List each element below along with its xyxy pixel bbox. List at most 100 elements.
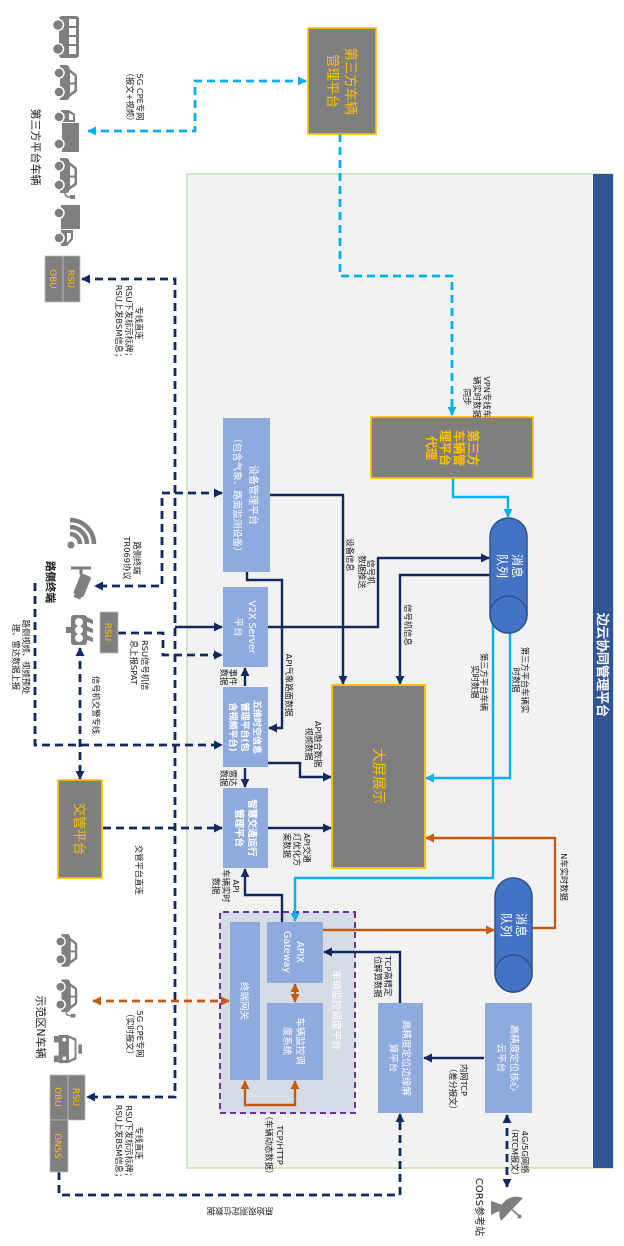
big-screen-box: [331, 684, 426, 869]
v2x-server-label: 平台: [232, 617, 244, 636]
apix-gateway-label: Gateway: [281, 931, 292, 973]
title-bar: [593, 174, 613, 1168]
smart-traffic-box: [223, 788, 268, 868]
link-tcp-http: [240, 1080, 300, 1107]
gnss-chip: [49, 1119, 69, 1173]
vehicle-dispatch-system-label: 度系统: [281, 1027, 293, 1056]
link-rsu-dedicated: [81, 274, 177, 1102]
link-tr069: [94, 488, 223, 591]
link-label: 信号机: [366, 560, 376, 586]
link-queue-bigscreen: [425, 626, 512, 783]
link-api-fusion-video: [267, 761, 332, 782]
link-label: 交管平台直连: [134, 845, 144, 895]
link-label: RSU上发BSM信息；: [114, 285, 124, 362]
terminal-gateway-box: [230, 922, 260, 1080]
link-label: RSU上发BSM信息；: [114, 1105, 124, 1182]
link-label: 5G CPE专网: [135, 1011, 145, 1058]
spatiotemporal-platform-label: 管理平台(包: [239, 702, 251, 751]
link-signal-info: [395, 573, 496, 685]
link-label: 案数据: [282, 833, 292, 858]
queue-label: 消息: [514, 913, 529, 937]
link-tcp-hp-solution: [323, 947, 402, 1004]
link-label: API: [231, 879, 241, 892]
roadside-terminals-label: 路侧终端: [44, 561, 57, 603]
link-raw-observation: [57, 1113, 405, 1197]
third-party-proxy-label: 第三方: [466, 430, 481, 466]
link-label: 专线直连: [134, 1126, 144, 1160]
link-api-vehicle-realtime: [240, 868, 284, 922]
roadside-terminals: RSU 路侧终端: [44, 517, 119, 654]
apix-gateway-label: APIX: [294, 941, 305, 963]
truck-icon: [53, 109, 80, 153]
link-device-info: [269, 493, 348, 685]
bus-icon: [51, 15, 80, 59]
third-party-platform-label: 第三方车辆: [342, 47, 359, 115]
link-label: 设备信息: [345, 538, 355, 571]
link-label: TCP/HTTP: [275, 1124, 285, 1164]
rsu-obu-group-top: RSU OBU: [44, 255, 81, 303]
link-label: RSU信号机信: [140, 640, 150, 690]
link-label: 路侧终端: [132, 541, 142, 574]
third-party-platform-box: [307, 27, 377, 135]
link-label: 视频数据: [304, 727, 314, 760]
link-label: 辆实时数据: [472, 376, 482, 418]
traffic-police-platform-box: [57, 779, 103, 879]
link-label: 内网TCP: [459, 1064, 469, 1096]
taxi-icon: [53, 1034, 83, 1064]
v2x-server-box: [223, 587, 268, 667]
message-queue-1: 消息 队列: [489, 517, 528, 634]
traffic-police-platform-label: 交管平台: [71, 803, 87, 855]
link-label: 车辆实时: [221, 869, 231, 902]
link-label: API交通: [302, 833, 312, 863]
obu-label: OBU: [47, 269, 57, 289]
link-label: 信号机信息: [403, 604, 413, 646]
link-label: 息上报SPAT: [129, 640, 139, 686]
link-label: （实时报文）: [125, 1009, 135, 1059]
hp-positioning-edge-box: [378, 1003, 423, 1113]
link-label: RSU下发标示标牌；: [124, 1105, 134, 1180]
queue-label: 消息: [510, 554, 525, 578]
link-label: 第三方平台车辆实: [520, 647, 530, 713]
electric-car-icon: [55, 978, 79, 1019]
link-label: 数据推送: [357, 555, 367, 589]
spatiotemporal-platform-label: 含视频平台): [227, 701, 239, 751]
link-label: 灯优化方: [292, 833, 302, 866]
rsu-obu-gnss-group-bottom: RSU OBU GNSS: [49, 1074, 86, 1173]
link-proxy-queue: [451, 478, 513, 518]
queue-label: 队列: [495, 554, 510, 578]
apix-gateway-box: [267, 922, 323, 983]
link-label: 同步: [462, 389, 472, 406]
link-label: TCP高精定: [383, 955, 393, 996]
third-party-vehicles: 第三方平台车辆: [29, 15, 81, 247]
gnss-label: GNSS: [52, 1133, 62, 1158]
message-queue-2: 消息 队列: [494, 877, 533, 993]
spatiotemporal-platform-box: [223, 687, 268, 767]
link-vpn-sync: [338, 134, 457, 416]
device-management-label: 设备管理平台: [247, 465, 260, 525]
third-party-proxy-box: [370, 416, 534, 479]
link-label: 第三方平台车辆: [479, 653, 489, 711]
link-label: （差分报文）: [448, 1064, 458, 1114]
traffic-light-icon: [66, 615, 93, 645]
roadside-rsu-label: RSU: [102, 623, 112, 642]
link-rsu-spat: [118, 631, 223, 660]
link-label: API气象路面数据: [284, 654, 294, 717]
link-label: N车实时数据: [559, 853, 569, 901]
electric-car-icon: [53, 157, 78, 200]
third-party-platform-label: 管理平台: [324, 54, 340, 108]
roadside-rsu-chip: [99, 611, 119, 654]
cors-station-label: CORS参考站: [473, 1178, 486, 1236]
link-labels: 5G CPE专网 （报文+视频） VPN专线车 辆实时数据 同步 设备信息 AP…: [11, 69, 569, 1216]
link-label: 理、雷达数据上报: [11, 624, 21, 690]
obu-label: OBU: [52, 1087, 62, 1107]
connections: [33, 76, 557, 1197]
link-label: API融合数据: [313, 721, 323, 767]
link-label: 数据: [219, 770, 229, 787]
link-label: 原始观测定位数据: [207, 1206, 273, 1216]
wifi-icon: [67, 517, 97, 549]
link-label: 数据: [211, 878, 221, 895]
third-party-vehicles-label: 第三方平台车辆: [29, 109, 43, 186]
link-roadside-video: [33, 583, 223, 750]
obu-chip: [44, 255, 64, 303]
